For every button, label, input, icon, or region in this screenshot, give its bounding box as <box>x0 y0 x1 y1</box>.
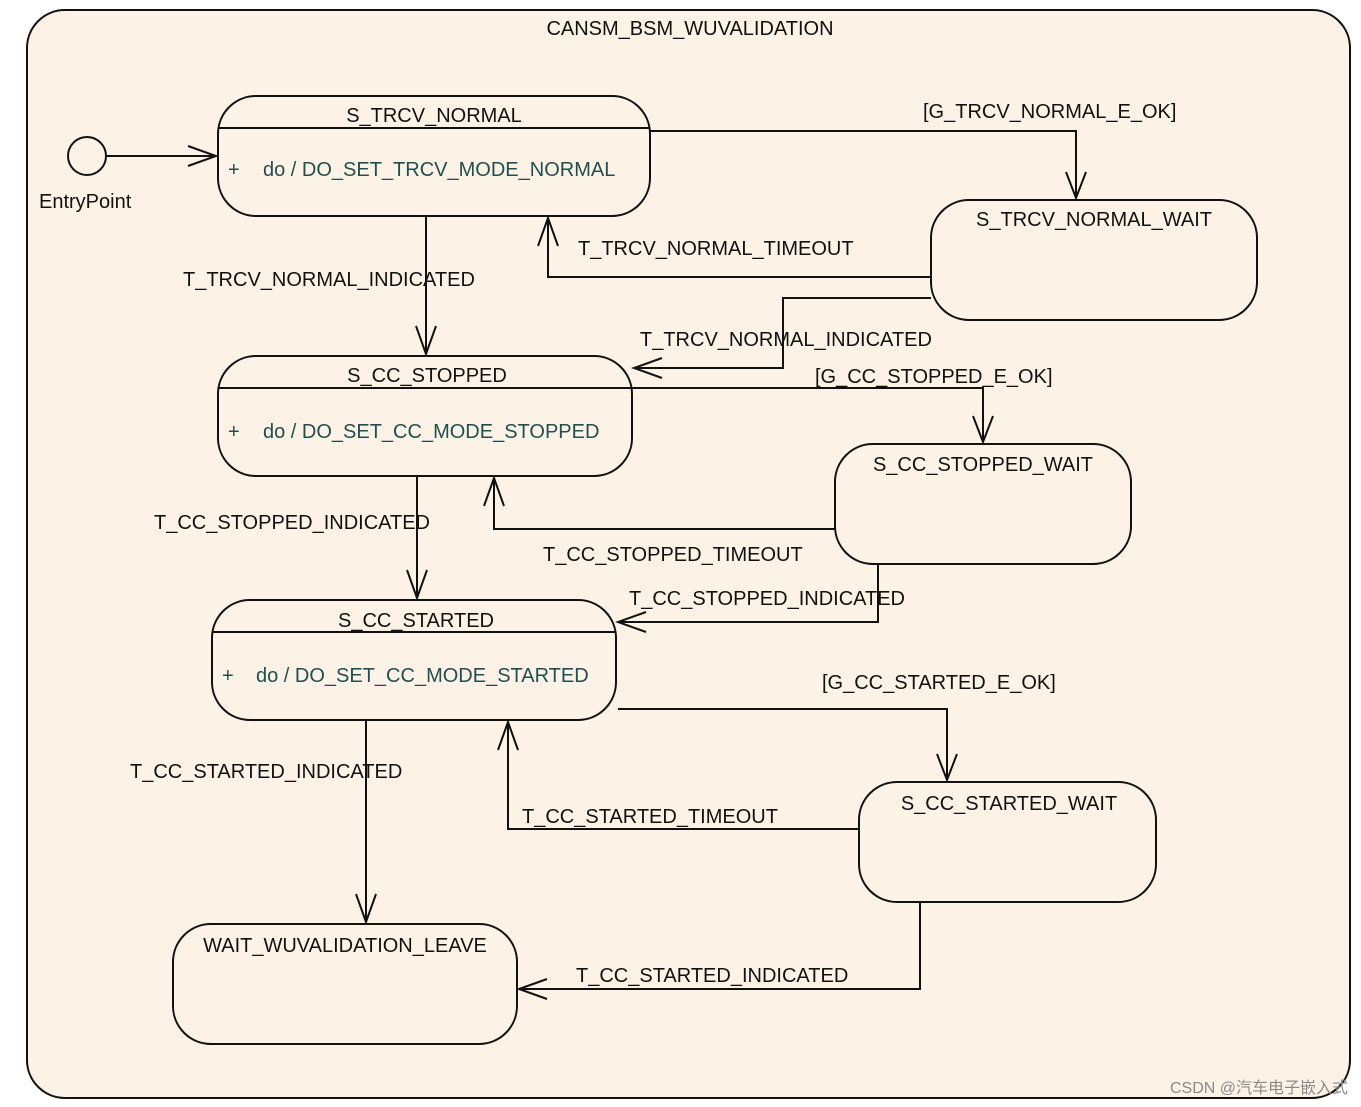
transition-label: T_TRCV_NORMAL_TIMEOUT <box>578 238 854 260</box>
transition-t-cc-stopped-indicated-2: T_CC_STOPPED_INDICATED <box>615 564 905 633</box>
state-name: S_TRCV_NORMAL <box>346 105 522 127</box>
transition-t-cc-started-indicated-2: T_CC_STARTED_INDICATED <box>516 902 921 1000</box>
state-name: S_TRCV_NORMAL_WAIT <box>976 209 1212 231</box>
transition-t-trcv-normal-indicated-1: T_TRCV_NORMAL_INDICATED <box>183 216 475 357</box>
transition-label: T_CC_STOPPED_INDICATED <box>154 512 430 534</box>
transition-label: T_CC_STOPPED_TIMEOUT <box>543 544 803 566</box>
transition-label: [G_CC_STOPPED_E_OK] <box>815 366 1053 388</box>
transition-label: T_CC_STARTED_INDICATED <box>576 965 848 987</box>
transition-label: [G_TRCV_NORMAL_E_OK] <box>923 101 1176 123</box>
transition-t-cc-started-indicated-1: T_CC_STARTED_INDICATED <box>130 720 402 925</box>
state-name: S_CC_STARTED <box>338 610 494 632</box>
state-action: do / DO_SET_CC_MODE_STOPPED <box>263 421 599 443</box>
plus-icon: + <box>222 665 234 687</box>
state-s-trcv-normal: S_TRCV_NORMAL + do / DO_SET_TRCV_MODE_NO… <box>217 95 651 217</box>
state-wait-wuvalidation-leave: WAIT_WUVALIDATION_LEAVE <box>172 923 518 1045</box>
transition-label: T_TRCV_NORMAL_INDICATED <box>183 269 475 291</box>
transition-t-cc-stopped-timeout: T_CC_STOPPED_TIMEOUT <box>483 475 835 566</box>
plus-icon: + <box>228 421 240 443</box>
state-name: S_CC_STARTED_WAIT <box>901 793 1117 815</box>
state-s-cc-stopped: S_CC_STOPPED + do / DO_SET_CC_MODE_STOPP… <box>217 355 633 477</box>
state-name: S_CC_STOPPED_WAIT <box>873 454 1093 476</box>
watermark-text: CSDN @汽车电子嵌入式 <box>1170 1079 1348 1097</box>
transition-label: [G_CC_STARTED_E_OK] <box>822 672 1056 694</box>
transition-label: T_CC_STARTED_INDICATED <box>130 761 402 783</box>
transition-g-cc-stopped-e-ok: [G_CC_STOPPED_E_OK] <box>632 366 1053 445</box>
transition-t-cc-stopped-indicated-1: T_CC_STOPPED_INDICATED <box>154 476 430 601</box>
transition-g-trcv-normal-e-ok: [G_TRCV_NORMAL_E_OK] <box>650 101 1176 201</box>
transition-g-cc-started-e-ok: [G_CC_STARTED_E_OK] <box>618 672 1056 783</box>
transition-t-trcv-normal-timeout: T_TRCV_NORMAL_TIMEOUT <box>537 215 931 278</box>
state-name: WAIT_WUVALIDATION_LEAVE <box>203 935 487 957</box>
state-s-cc-started-wait: S_CC_STARTED_WAIT <box>858 781 1157 903</box>
transition-label: T_CC_STOPPED_INDICATED <box>629 588 905 610</box>
transition-t-trcv-normal-indicated-2: T_TRCV_NORMAL_INDICATED <box>631 297 932 379</box>
state-s-trcv-normal-wait: S_TRCV_NORMAL_WAIT <box>930 199 1258 321</box>
transition-label: T_TRCV_NORMAL_INDICATED <box>640 329 932 351</box>
plus-icon: + <box>228 159 240 181</box>
state-action: do / DO_SET_TRCV_MODE_NORMAL <box>263 159 615 181</box>
state-name: S_CC_STOPPED <box>347 365 507 387</box>
composite-state-title: CANSM_BSM_WUVALIDATION <box>546 18 833 40</box>
entry-point-label: EntryPoint <box>39 191 132 213</box>
transition-t-cc-started-timeout: T_CC_STARTED_TIMEOUT <box>497 719 859 830</box>
entry-point-marker <box>67 136 107 176</box>
transition-entry-to-trcv-normal <box>106 145 219 167</box>
state-s-cc-started: S_CC_STARTED + do / DO_SET_CC_MODE_START… <box>211 599 617 721</box>
state-action: do / DO_SET_CC_MODE_STARTED <box>256 665 589 687</box>
state-s-cc-stopped-wait: S_CC_STOPPED_WAIT <box>834 443 1132 565</box>
transition-label: T_CC_STARTED_TIMEOUT <box>522 806 778 828</box>
